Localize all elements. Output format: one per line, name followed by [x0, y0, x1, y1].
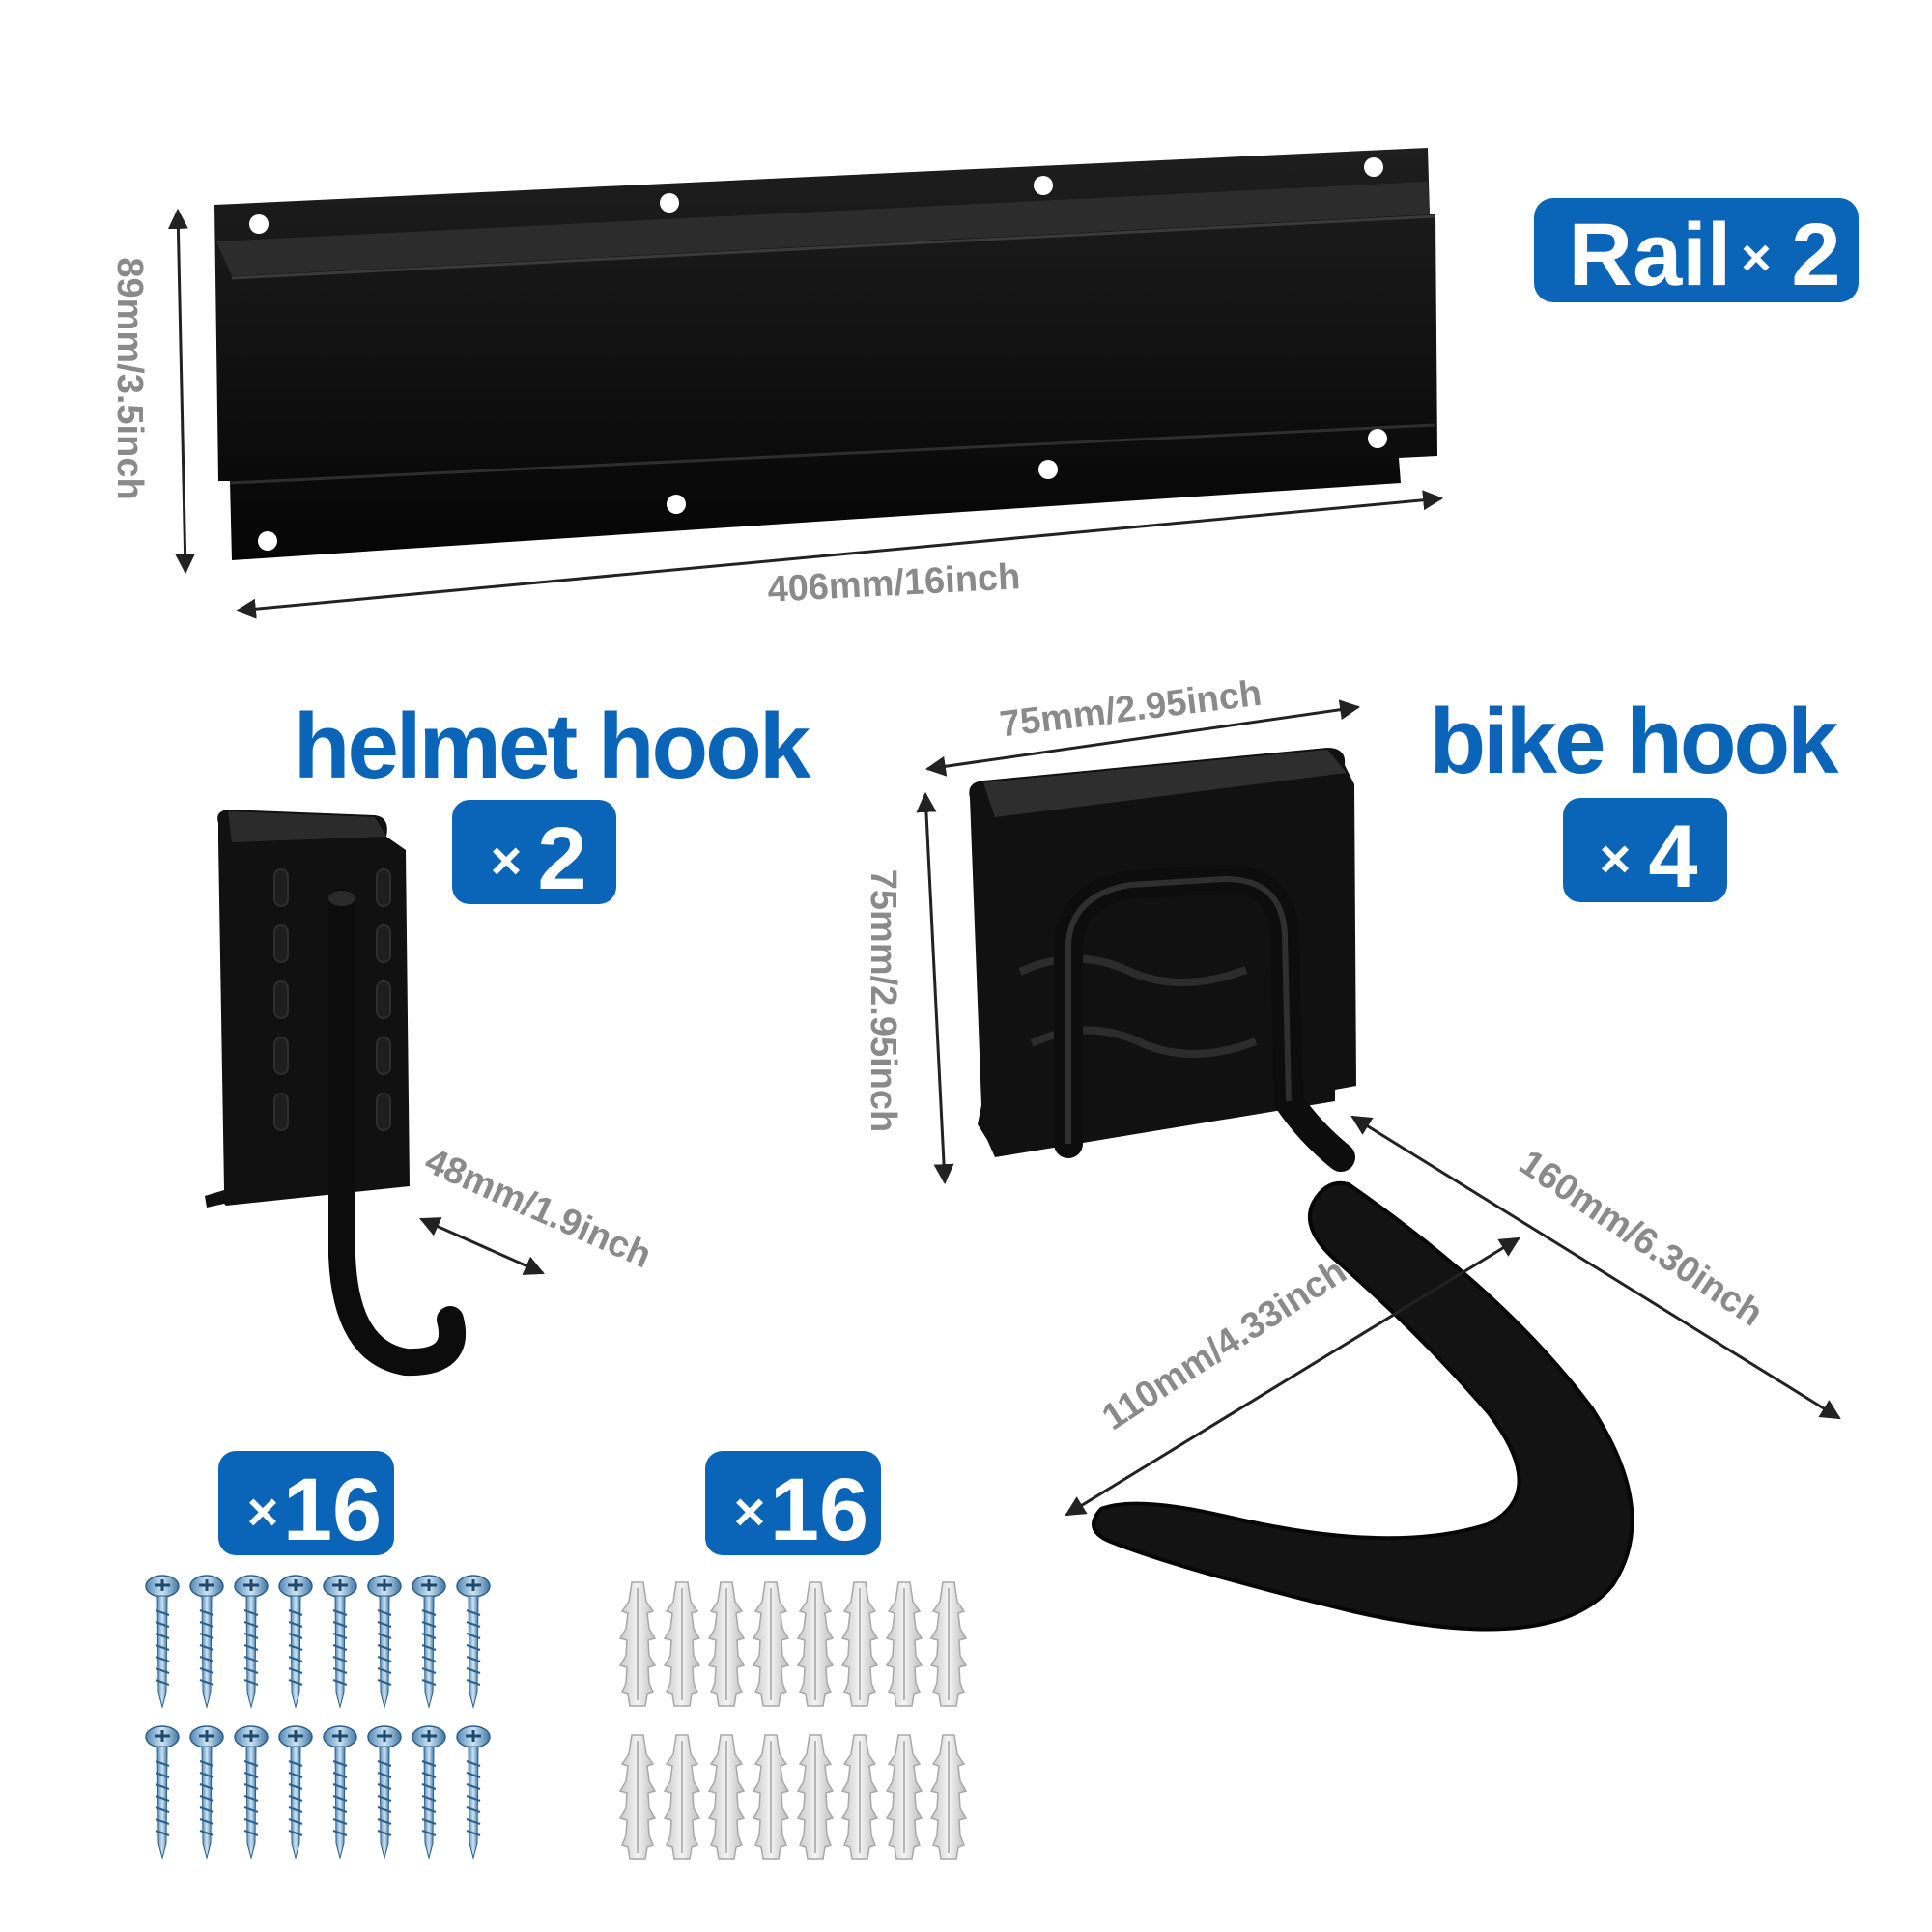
screws-set [144, 1574, 492, 1860]
screw [144, 1574, 181, 1709]
screw [366, 1724, 403, 1860]
bike-plate-height-arrow [916, 791, 954, 1185]
rail-count: 2 [1791, 206, 1840, 304]
anchors-multiplier: × [734, 1481, 766, 1542]
bike-plate-height-label: 75mm/2.95inch [863, 869, 903, 1132]
wall-anchor [708, 1581, 745, 1707]
screw [455, 1574, 492, 1709]
helmet-hook-title: helmet hook [294, 695, 811, 798]
helmet-depth-arrow [419, 1217, 545, 1275]
wall-anchor [664, 1581, 700, 1707]
anchors-count: 16 [770, 1461, 868, 1559]
rail-length-label: 406mm/16inch [766, 556, 1021, 611]
bike-hook-opening-label: 110mm/4.33inch [1095, 1251, 1353, 1438]
wall-anchor [797, 1581, 834, 1707]
wall-anchor [708, 1734, 745, 1860]
rail-height-label: 89mm/3.5inch [109, 257, 150, 499]
wall-anchor [753, 1734, 789, 1860]
wall-anchor [886, 1581, 923, 1707]
wall-anchor [664, 1734, 700, 1860]
bike-hook-opening-arrow [1065, 1236, 1520, 1517]
screw [233, 1724, 270, 1860]
helmet-hook [205, 810, 466, 1377]
helmet-multiplier: × [491, 830, 523, 891]
rail-length-arrow [235, 490, 1444, 619]
wall-anchor [797, 1734, 834, 1860]
screw [411, 1724, 447, 1860]
bike-plate-width-label: 75mm/2.95inch [998, 673, 1264, 746]
rail-hole [1364, 157, 1383, 177]
bike-multiplier: × [1600, 828, 1632, 889]
bike-count: 4 [1648, 808, 1697, 906]
screws-count: 16 [283, 1461, 382, 1559]
wall-anchor [930, 1734, 967, 1860]
wall-anchor [886, 1734, 923, 1860]
screw [188, 1574, 225, 1709]
bike-hook-length-arrow [1350, 1115, 1841, 1420]
anchors-count-badge: × 16 [705, 1451, 881, 1559]
wall-anchor [841, 1734, 878, 1860]
wall-anchor [841, 1581, 878, 1707]
rail-hole [258, 531, 277, 551]
screw [322, 1724, 358, 1860]
helmet-depth-label: 48mm/1.9inch [419, 1141, 658, 1277]
rail-hole [667, 495, 686, 514]
screw [144, 1724, 181, 1860]
screw [411, 1574, 447, 1709]
screw [277, 1574, 314, 1709]
rail-count-badge: Rail × 2 [1534, 198, 1859, 304]
helmet-count: 2 [537, 810, 586, 908]
screw [233, 1574, 270, 1709]
screw [322, 1574, 358, 1709]
bike-hook-count-badge: × 4 [1563, 798, 1727, 906]
rail-hole [249, 214, 269, 234]
rail [214, 148, 1437, 560]
screws-multiplier: × [247, 1481, 279, 1542]
wall-anchor [930, 1581, 967, 1707]
bike-plate-width-arrow [924, 699, 1361, 777]
rail-hole [1034, 176, 1053, 195]
screw [277, 1724, 314, 1860]
rail-multiplier: × [1741, 229, 1772, 287]
wall-anchor [619, 1581, 656, 1707]
bike-hook-title: bike hook [1429, 690, 1839, 793]
screw [366, 1574, 403, 1709]
rail-hole [1038, 460, 1058, 479]
wall-anchor [619, 1734, 656, 1860]
helmet-hook-count-badge: × 2 [452, 800, 616, 908]
screw [455, 1724, 492, 1860]
rail-height-arrow [167, 208, 196, 575]
screws-count-badge: × 16 [218, 1451, 394, 1559]
wall-anchor [753, 1581, 789, 1707]
rail-hole [1368, 429, 1387, 448]
rail-hole [660, 193, 679, 213]
rail-name: Rail [1569, 206, 1732, 304]
wall-anchors-set [619, 1581, 967, 1860]
screw [188, 1724, 225, 1860]
